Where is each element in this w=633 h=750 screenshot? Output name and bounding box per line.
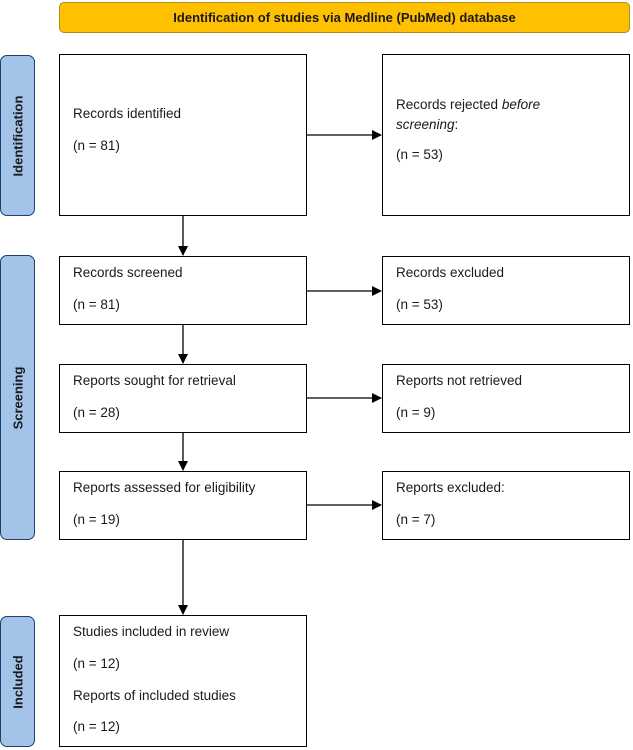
- reports-excluded-box: Reports excluded: (n = 7): [382, 471, 630, 540]
- records-identified-count: (n = 81): [73, 138, 120, 153]
- reports-sought-box: Reports sought for retrieval (n = 28): [59, 364, 307, 433]
- studies-included-box: Studies included in review (n = 12) Repo…: [59, 615, 307, 747]
- records-excluded-box: Records excluded (n = 53): [382, 256, 630, 325]
- reports-excluded-label: Reports excluded:: [396, 480, 505, 495]
- reports-not-retrieved-label: Reports not retrieved: [396, 373, 523, 388]
- records-screened-box: Records screened (n = 81): [59, 256, 307, 325]
- reports-assessed-box: Reports assessed for eligibility (n = 19…: [59, 471, 307, 540]
- reports-not-retrieved-box: Reports not retrieved (n = 9): [382, 364, 630, 433]
- records-identified-box: Records identified (n = 81): [59, 54, 307, 216]
- phase-screening: Screening: [0, 255, 35, 540]
- phase-identification: Identification: [0, 55, 35, 216]
- reports-assessed-count: (n = 19): [73, 512, 120, 527]
- records-identified-label: Records identified: [73, 106, 182, 121]
- header-title: Identification of studies via Medline (P…: [173, 10, 516, 25]
- records-excluded-label: Records excluded: [396, 265, 505, 280]
- flow-header: Identification of studies via Medline (P…: [59, 2, 630, 33]
- reports-included-label: Reports of included studies: [73, 688, 236, 703]
- reports-included-count: (n = 12): [73, 719, 120, 734]
- phase-included: Included: [0, 616, 35, 747]
- reports-not-retrieved-count: (n = 9): [396, 405, 436, 420]
- records-screened-label: Records screened: [73, 265, 183, 280]
- studies-included-label: Studies included in review: [73, 624, 230, 639]
- reports-excluded-count: (n = 7): [396, 512, 436, 527]
- reports-sought-label: Reports sought for retrieval: [73, 373, 236, 388]
- records-screened-count: (n = 81): [73, 297, 120, 312]
- records-excluded-count: (n = 53): [396, 297, 443, 312]
- records-rejected-count: (n = 53): [396, 147, 443, 162]
- studies-included-count: (n = 12): [73, 656, 120, 671]
- reports-assessed-label: Reports assessed for eligibility: [73, 480, 256, 495]
- reports-sought-count: (n = 28): [73, 405, 120, 420]
